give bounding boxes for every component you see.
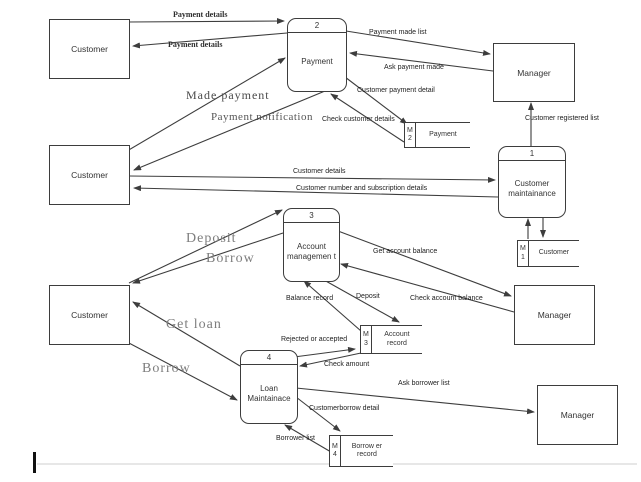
flow-line-payment-made-list [345, 30, 491, 56]
flow-label-payment-details-request: Payment details [173, 10, 228, 19]
flow-line-ask-payment-made [349, 50, 494, 72]
flow-label-check-account-balance: Check account balance [410, 295, 483, 302]
datastore-m4-borrower-record: M 4 Borrow er record [329, 435, 393, 467]
process-customer-maintainance-number: 1 [499, 147, 565, 161]
flow-line-check-account-balance [340, 262, 515, 313]
flow-line-get-account-balance [337, 230, 512, 297]
datastore-m2-payment: M 2 Payment [404, 122, 470, 148]
flow-label-payment-details-response: Payment details [168, 40, 223, 49]
entity-manager-top: Manager [493, 43, 575, 102]
entity-manager-middle-label: Manager [537, 310, 572, 320]
datastore-m4-name: Borrow er record [351, 442, 383, 458]
flow-label-rejected-or-accepted: Rejected or accepted [281, 336, 348, 343]
datastore-m1-letter: M [520, 245, 526, 253]
datastore-m2-name: Payment [429, 130, 457, 138]
process-loan-maintainace-number: 4 [241, 351, 297, 365]
entity-manager-top-label: Manager [517, 67, 551, 78]
flow-label-borrower-list: Borrower list [276, 435, 315, 442]
entity-customer-bottom: Customer [49, 285, 130, 345]
entity-manager-middle: Manager [514, 285, 595, 345]
entity-customer-top-label: Customer [71, 44, 108, 54]
datastore-m1-id-cell: M 1 [517, 241, 529, 266]
process-payment-name: Payment [301, 57, 333, 66]
flow-label-customer-details: Customer details [293, 168, 346, 175]
flow-label-deposit-small: Deposit [356, 293, 380, 300]
entity-customer-middle-label: Customer [71, 170, 108, 180]
flow-label-payment-notification: Payment notification [211, 111, 313, 123]
flow-label-borrow-large-2: Borrow [142, 361, 191, 376]
flow-line-get-loan [132, 301, 241, 367]
text-cursor[interactable] [33, 452, 36, 473]
flow-line-customer-payment-detail [344, 76, 408, 125]
datastore-m4-letter: M [332, 442, 338, 450]
flow-line-rejected-or-accepted [293, 346, 356, 358]
flow-line-payment-details-request [127, 18, 285, 25]
datastore-m1-number: 1 [520, 253, 525, 261]
flow-line-payment-details-response [132, 32, 288, 49]
flow-line-borrower-list [284, 424, 332, 453]
flow-line-made-payment [126, 57, 286, 152]
flow-line-check-customer-details [330, 93, 405, 143]
flow-line-borrow-response [132, 232, 284, 284]
entity-customer-middle: Customer [49, 145, 130, 205]
process-account-management-name: Account managemen t [287, 242, 336, 261]
flow-label-customer-number-subscription: Customer number and subscription details [296, 185, 428, 192]
flow-label-check-customer-details: Check customer details [322, 116, 395, 123]
process-account-management: 3 Account managemen t [283, 208, 340, 282]
flow-label-borrow-large: Borrow [206, 251, 255, 266]
entity-customer-bottom-label: Customer [71, 310, 108, 320]
flow-line-deposit [128, 209, 283, 284]
flow-line-deposit-store [323, 279, 400, 323]
flow-line-borrow-request [126, 341, 238, 401]
flow-line-check-amount [299, 352, 362, 368]
flow-label-customer-registered-list: Customer registered list [525, 115, 599, 122]
flow-label-get-account-balance: Get account balance [373, 248, 438, 255]
datastore-m4-number: 4 [332, 451, 337, 458]
datastore-m4-id-cell: M 4 [329, 436, 341, 466]
flow-line-customer-details [128, 175, 496, 183]
datastore-m1-name: Customer [538, 249, 570, 257]
flow-label-ask-borrower-list: Ask borrower list [398, 380, 450, 387]
flow-line-payment-notification [133, 90, 326, 171]
process-payment-number: 2 [288, 19, 346, 33]
process-loan-maintainace: 4 Loan Maintainace [240, 350, 298, 424]
flow-label-payment-made-list: Payment made list [369, 29, 427, 36]
flow-label-deposit-large: Deposit [186, 231, 237, 246]
datastore-m3-number: 3 [363, 339, 368, 347]
process-payment: 2 Payment [287, 18, 347, 92]
process-loan-maintainace-name: Loan Maintainace [247, 384, 291, 403]
process-account-management-number: 3 [284, 209, 339, 223]
entity-manager-bottom: Manager [537, 385, 618, 445]
datastore-m3-letter: M [363, 331, 369, 339]
datastore-m3-name: Account record [384, 331, 410, 347]
process-customer-maintainance: 1 Customer maintainance [498, 146, 566, 218]
datastore-m2-letter: M [407, 126, 413, 134]
flow-line-balance-record [303, 280, 362, 332]
flow-label-get-loan: Get loan [166, 317, 222, 332]
flow-line-customerborrow-detail [295, 396, 341, 432]
process-customer-maintainance-name: Customer maintainance [508, 179, 556, 198]
flow-line-customer-number-subscription [133, 185, 499, 198]
flow-label-balance-record: Balance record [286, 295, 334, 302]
datastore-m1-customer: M 1 Customer [517, 240, 579, 267]
flow-label-ask-payment-made: Ask payment made [384, 64, 444, 71]
flow-line-ask-borrower-list [295, 387, 535, 415]
datastore-m3-id-cell: M 3 [360, 326, 372, 353]
flow-label-customerborrow-detail: Customerborrow detail [309, 405, 380, 412]
flow-label-made-payment: Made payment [186, 88, 270, 102]
datastore-m2-number: 2 [407, 135, 412, 142]
datastore-m2-id-cell: M 2 [404, 123, 416, 147]
datastore-m3-account-record: M 3 Account record [360, 325, 422, 354]
entity-manager-bottom-label: Manager [560, 410, 595, 420]
flow-label-customer-payment-detail: Customer payment detail [357, 87, 435, 94]
flow-label-check-amount: Check amount [324, 361, 370, 368]
entity-customer-top: Customer [49, 19, 130, 79]
